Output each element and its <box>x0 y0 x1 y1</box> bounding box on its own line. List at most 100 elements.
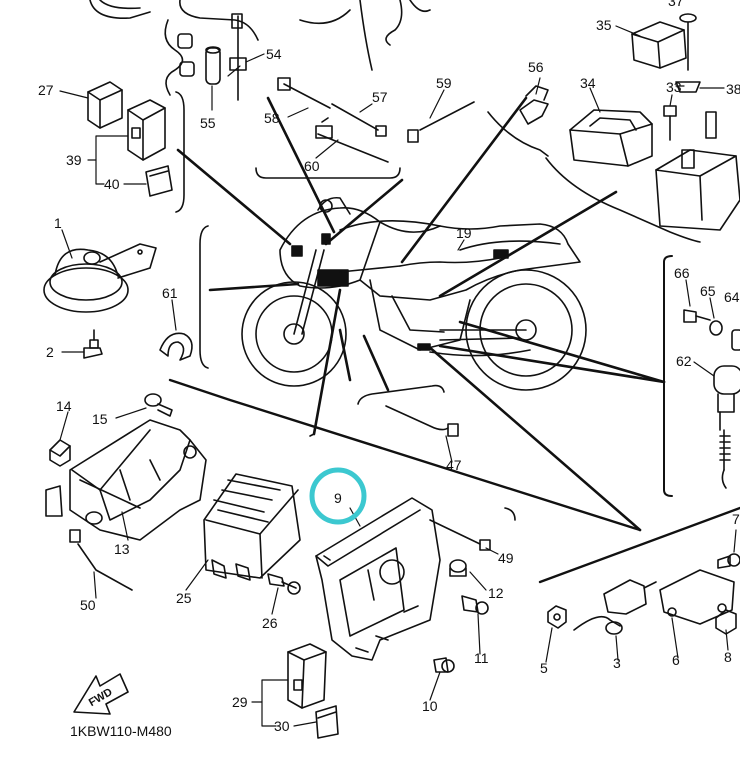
group-bracket <box>545 157 701 243</box>
callout-29[interactable]: 29 <box>232 694 248 710</box>
callout-62[interactable]: 62 <box>676 353 692 369</box>
part-1-horn <box>43 243 157 313</box>
wire-harness-illustration <box>89 0 431 96</box>
callout-39[interactable]: 39 <box>66 152 82 168</box>
callout-leaders <box>59 25 737 727</box>
callout-15[interactable]: 15 <box>92 411 108 427</box>
callout-5[interactable]: 5 <box>540 660 548 676</box>
part-7-bolt <box>717 553 740 569</box>
group-bracket <box>487 111 549 157</box>
group-bracket <box>175 91 185 213</box>
callout-10[interactable]: 10 <box>422 698 438 714</box>
group-bracket <box>255 167 401 179</box>
part-50-cable-tie <box>69 529 133 591</box>
group-bracket <box>199 225 209 369</box>
callout-59[interactable]: 59 <box>436 75 452 91</box>
leader-lines <box>176 96 666 532</box>
callout-35[interactable]: 35 <box>596 17 612 33</box>
part-6-bracket <box>659 569 735 625</box>
callout-25[interactable]: 25 <box>176 590 192 606</box>
group-bracket <box>663 255 673 263</box>
callout-3[interactable]: 3 <box>613 655 621 671</box>
part-39-relay <box>127 99 166 161</box>
callout-7[interactable]: 7 <box>732 511 740 527</box>
callout-33[interactable]: 33 <box>666 79 682 95</box>
part-30-connector <box>315 705 339 739</box>
part-57-cable-tie <box>331 103 387 137</box>
fwd-arrow-icon <box>73 673 129 715</box>
callout-6[interactable]: 6 <box>672 652 680 668</box>
callout-60[interactable]: 60 <box>304 158 320 174</box>
part-8-nut <box>715 609 737 635</box>
part-2-bolt <box>83 329 103 359</box>
callout-38[interactable]: 38 <box>726 81 740 97</box>
callout-34[interactable]: 34 <box>580 75 596 91</box>
callout-19[interactable]: 19 <box>456 225 472 241</box>
part-58-cable-tie <box>277 77 331 109</box>
part-12-collar <box>449 559 467 577</box>
part-65-collar <box>709 320 723 336</box>
callout-47[interactable]: 47 <box>446 457 462 473</box>
part-34-case <box>569 109 653 167</box>
callout-labels: 1 2 3 5 6 7 8 9 10 11 12 13 14 15 19 25 … <box>38 0 740 734</box>
part-11-bolt <box>461 595 489 615</box>
callout-65[interactable]: 65 <box>700 283 716 299</box>
callout-56[interactable]: 56 <box>528 59 544 75</box>
callout-55[interactable]: 55 <box>200 115 216 131</box>
callout-64[interactable]: 64 <box>724 289 740 305</box>
part-9-bracket <box>315 497 441 661</box>
group-bracket <box>663 261 673 497</box>
group-bracket <box>168 378 642 532</box>
part-61-clip <box>159 332 193 361</box>
callout-57[interactable]: 57 <box>372 89 388 105</box>
part-25-rectifier <box>203 473 301 581</box>
callout-8[interactable]: 8 <box>724 649 732 665</box>
part-64-grommet <box>731 329 740 351</box>
part-15-bolt <box>144 393 173 417</box>
callout-30[interactable]: 30 <box>274 718 290 734</box>
part-33-bolt <box>663 105 677 141</box>
callout-61[interactable]: 61 <box>162 285 178 301</box>
callout-54[interactable]: 54 <box>266 46 282 62</box>
motorcycle-illustration <box>241 196 587 391</box>
callout-26[interactable]: 26 <box>262 615 278 631</box>
part-66-screw <box>683 309 711 323</box>
callout-40[interactable]: 40 <box>104 176 120 192</box>
part-5-nut <box>547 605 567 629</box>
part-62-sensor <box>713 365 740 489</box>
part-59-cable-tie <box>407 101 475 143</box>
part-40-connector <box>145 165 173 197</box>
callout-37[interactable]: 37 <box>668 0 684 9</box>
callout-2[interactable]: 2 <box>46 344 54 360</box>
callout-12[interactable]: 12 <box>488 585 504 601</box>
part-47-cable-tie <box>385 405 459 437</box>
callout-27[interactable]: 27 <box>38 82 54 98</box>
part-37-washer <box>675 13 701 93</box>
callout-58[interactable]: 58 <box>264 110 280 126</box>
part-55-collar <box>205 46 221 85</box>
callout-14[interactable]: 14 <box>56 398 72 414</box>
group-bracket <box>357 384 445 405</box>
fwd-label: FWD <box>87 686 115 709</box>
group-bracket <box>538 506 740 584</box>
part-35-relay <box>631 21 687 69</box>
part-3-switch <box>573 579 657 635</box>
part-54-clamp <box>229 13 247 101</box>
callout-1[interactable]: 1 <box>54 215 62 231</box>
callout-9[interactable]: 9 <box>334 490 342 506</box>
part-29-connector <box>287 643 327 709</box>
callout-66[interactable]: 66 <box>674 265 690 281</box>
part-60-cable-tie <box>315 117 389 163</box>
diagram-code: 1KBW110-M480 <box>70 723 172 739</box>
part-26-bolt <box>267 573 301 595</box>
part-27-relay <box>87 81 123 129</box>
callout-13[interactable]: 13 <box>114 541 130 557</box>
starter-relay-illustration <box>655 111 740 231</box>
part-49-cable-tie <box>429 519 491 551</box>
part-10-bolt <box>433 657 455 673</box>
callout-49[interactable]: 49 <box>498 550 514 566</box>
group-bracket <box>504 507 516 521</box>
callout-50[interactable]: 50 <box>80 597 96 613</box>
callout-11[interactable]: 11 <box>474 650 489 666</box>
